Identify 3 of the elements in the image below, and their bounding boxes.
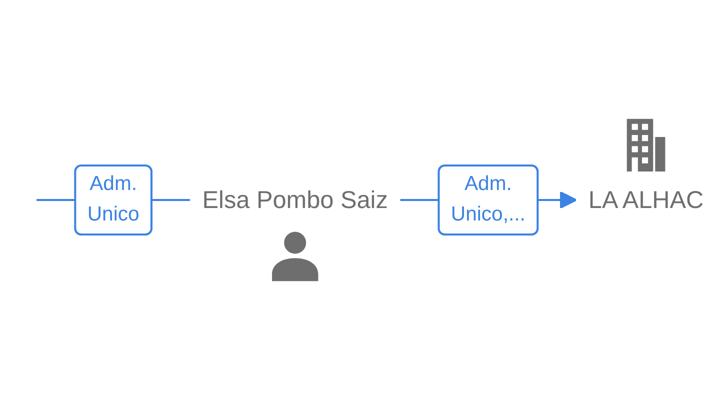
edge-label: Adm. Unico	[74, 164, 152, 236]
edge-label: Adm. Unico,...	[438, 164, 539, 236]
node-text: LA ALHAC	[576, 176, 716, 224]
